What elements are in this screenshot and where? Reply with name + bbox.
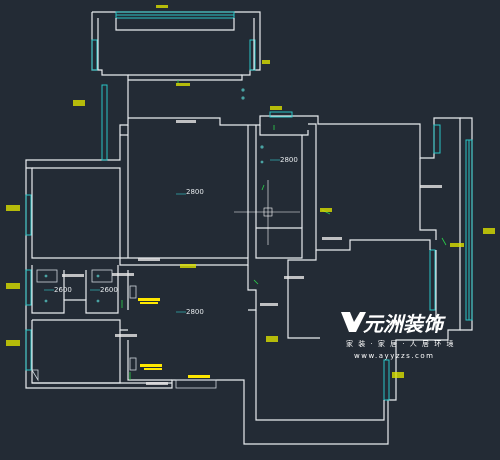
windows <box>25 11 473 401</box>
height-tag-dining-value: 2800 <box>186 308 204 316</box>
interior-walls <box>26 18 437 421</box>
outer-walls <box>25 11 473 445</box>
watermark-slogan: 家 装 · 家 居 · 人 居 环 境 <box>346 339 455 348</box>
height-tag-bath2: 2600 <box>90 286 118 294</box>
height-tag-living-value: 2800 <box>186 188 204 196</box>
watermark-url: www.ayyzzs.com <box>354 352 435 360</box>
height-tag-dining: 2800 <box>176 308 204 316</box>
height-tag-corridor: 2800 <box>270 156 298 164</box>
cad-annotations <box>6 5 495 385</box>
watermark-brand: 元洲装饰 <box>363 312 446 336</box>
fixtures <box>31 80 447 389</box>
room-height-tags: 2800 2800 2800 2800 2600 2600 <box>44 156 298 316</box>
height-tag-bath1: 2600 <box>44 286 72 294</box>
height-tag-corridor-value: 2800 <box>280 156 298 164</box>
watermark: 元洲装饰 家 装 · 家 居 · 人 居 环 境 www.ayyzzs.com <box>341 312 455 360</box>
height-tag-kitchen-value: 2800 <box>190 180 208 188</box>
height-tag-kitchen: 2800 <box>190 180 208 188</box>
brand-logo-icon <box>341 312 366 332</box>
height-tag-bath2-value: 2600 <box>100 286 118 294</box>
height-tag-living: 2800 <box>176 188 204 196</box>
height-tag-bath1-value: 2600 <box>54 286 72 294</box>
